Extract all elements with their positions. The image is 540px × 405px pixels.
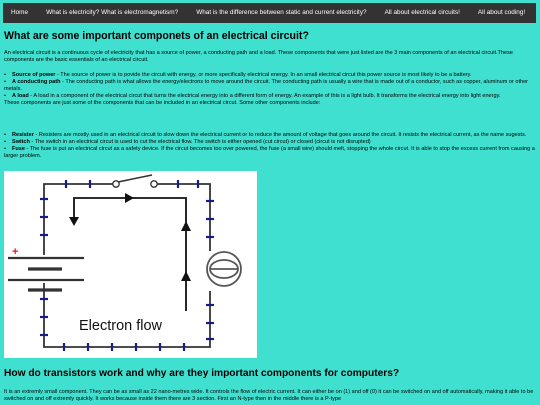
circuit-diagram-svg: + Electron flow [8,174,242,351]
list-item-term: Fuse [12,146,25,152]
transistors-paragraph: It is an extremly small component. They … [4,389,534,402]
other-components-list: Resister - Resisters are mostly used in … [4,132,536,160]
list-item-desc: - The fuse is put an electrical circut a… [4,146,535,159]
list-item-desc: - The switch in an electrical circut is … [29,139,371,145]
wire-top-right [154,183,211,251]
electron-flow-arrow [69,193,191,311]
nav-link-coding[interactable]: All about coding! [477,9,526,16]
intro-paragraph: An electrical circuit is a continuous cy… [4,50,513,63]
list-item-term: A load [12,93,29,99]
list-item-term: Source of power [12,72,56,78]
nav-link-electricity[interactable]: What is electricity? What is electromagn… [46,9,179,16]
switch-symbol [112,174,158,188]
list-item-desc: - The source of power is to povide the c… [55,72,472,78]
nav-link-home[interactable]: Home [11,9,29,16]
positive-terminal-sign: + [12,246,18,258]
main-components-list: Source of power - The source of power is… [4,72,536,107]
list-item-desc: - The conducting path is what allows the… [4,79,529,92]
list-item: Fuse - The fuse is put an electrical cir… [4,146,536,160]
electron-dashes [40,180,214,351]
list-item-term: Resister [12,132,34,138]
list-item: Source of power - The source of power is… [4,72,536,79]
list-item: A load - A load in a component of the el… [4,93,536,100]
wire-right-bottom [43,283,211,348]
list-item-desc: - Resisters are mostly used in an electr… [33,132,527,138]
wire-left-top [43,183,116,255]
light-bulb-symbol [206,251,242,287]
list-item: Resister - Resisters are mostly used in … [4,132,536,139]
list-item-desc: - A load in a component of the electrica… [28,93,501,99]
top-navigation-bar: Home What is electricity? What is electr… [3,3,536,23]
nav-link-static-vs-current[interactable]: What is the difference between static an… [196,9,367,16]
section-heading-components: What are some important componets of an … [4,30,309,42]
battery-symbol [8,256,84,292]
bridge-sentence: These components are just some of the co… [4,100,321,106]
list-item-term: A conducting path [12,79,61,85]
nav-link-electrical-circuits[interactable]: All about electrical circuits! [384,9,460,16]
circuit-diagram-image: + Electron flow [4,171,257,358]
list-item: A conducting path - The conducting path … [4,79,536,93]
section-heading-transistors: How do transistors work and why are they… [4,368,400,379]
electron-flow-label: Electron flow [79,318,163,334]
list-item: Switch - The switch in an electrical cir… [4,139,536,146]
list-item-term: Switch [12,139,30,145]
